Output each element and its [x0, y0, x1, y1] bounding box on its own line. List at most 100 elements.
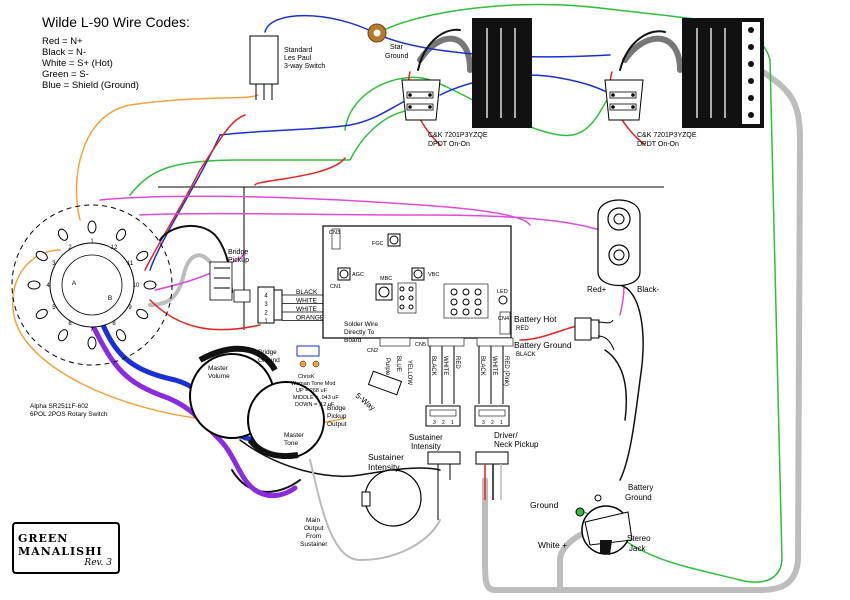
mbc-label: MBC	[380, 276, 392, 282]
dpdt-switch-a[interactable]	[401, 79, 441, 121]
legend-line-white: White = S+ (Hot)	[42, 58, 113, 69]
svg-text:2: 2	[491, 420, 494, 426]
rotary-pin-label: 11	[127, 261, 134, 267]
cn5-wire-labels: BLACK WHITE RED (Pink)	[479, 356, 509, 386]
rotary-pin-label: 5	[52, 305, 56, 311]
red-wire-battery	[519, 324, 581, 341]
svg-text:BLUE: BLUE	[395, 356, 401, 372]
cn1-pin-number: 1	[264, 319, 268, 325]
driver-connector	[474, 405, 510, 427]
svg-text:Purple: Purple	[384, 358, 390, 376]
rotary-pin-label: 9	[128, 305, 132, 311]
rotary-pin	[115, 228, 127, 241]
rotary-pin	[57, 329, 69, 342]
rotary-pin	[27, 280, 41, 290]
sustainer-intensity-pot[interactable]	[364, 469, 422, 527]
rotary-pin-label: 4	[46, 283, 50, 289]
red-wire-bridge	[254, 157, 346, 186]
pot-lugs	[361, 491, 371, 507]
gray-wire-loop	[482, 67, 803, 593]
led-label: LED	[497, 289, 508, 295]
wire-code-legend: Wilde L-90 Wire Codes: Red = N+ Black = …	[42, 14, 190, 91]
rotary-pin	[143, 280, 157, 290]
jack-battery-lug	[594, 494, 602, 502]
cn4-board-label: CN4	[498, 316, 509, 322]
board-black-label: BLACK	[516, 352, 536, 358]
brand-rev: Rev. 3	[84, 558, 112, 568]
orange-wire-main	[75, 94, 259, 221]
legend-line-green: Green = S-	[42, 69, 89, 80]
fgc-label: FGC	[372, 241, 384, 247]
black-minus-label: Black-	[637, 285, 660, 294]
white-plus-label: White +	[538, 540, 567, 550]
legend-title: Wilde L-90 Wire Codes:	[42, 14, 190, 30]
cn5-board-label: CN5	[415, 342, 426, 348]
gray-wire-bridge	[148, 253, 212, 307]
svg-text:1: 1	[500, 420, 503, 426]
stereo-jack[interactable]	[581, 505, 633, 555]
black-wire-battery	[619, 284, 644, 481]
cn3-board-label: CN3	[329, 230, 340, 236]
black-wire-pickup-a	[417, 28, 461, 71]
rotary-pin-label: 8	[112, 321, 116, 327]
brand-title: GREEN MANALISHI	[18, 532, 103, 558]
svg-text:WHITE: WHITE	[442, 356, 448, 375]
red-wire-switch	[144, 114, 246, 271]
cn1-pin-number: 2	[264, 311, 268, 317]
cn1-wire-label: ORANGE	[296, 315, 325, 322]
brand-badge: GREEN MANALISHI Rev. 3	[12, 522, 120, 574]
five-way-label: 5-Way	[354, 391, 377, 413]
legend-line-blue: Blue = Shield (Ground)	[42, 80, 139, 91]
rotary-common-label: B	[108, 295, 112, 302]
svg-text:1: 1	[451, 420, 454, 426]
cn1-pin-number: 4	[264, 294, 268, 300]
gray-wire-pickup-a	[417, 35, 473, 73]
rotary-switch[interactable]	[11, 204, 173, 366]
star-ground-hole	[373, 29, 381, 37]
battery-connector	[574, 317, 615, 351]
svg-text:YELLOW: YELLOW	[406, 360, 412, 385]
magenta-wire-rotary	[154, 254, 246, 291]
legend-line-black: Black = N-	[42, 47, 87, 58]
svg-text:3: 3	[482, 420, 485, 426]
svg-text:3: 3	[433, 420, 436, 426]
rotary-common-label: A	[72, 280, 77, 287]
cn3-wire-labels: BLACK WHITE RED	[430, 356, 460, 376]
dpdt-switch-b[interactable]	[604, 79, 644, 121]
red-plus-label: Red+	[587, 285, 607, 294]
green-wire-mid	[129, 109, 411, 196]
cn-wire-stubs	[429, 346, 504, 404]
svg-text:BLACK: BLACK	[479, 356, 485, 376]
cn1-wire-label: WHITE	[296, 306, 318, 313]
five-way-connector	[367, 370, 403, 396]
lower-connectors	[427, 451, 509, 520]
pickup-polepieces	[742, 22, 760, 124]
three-way-switch[interactable]	[249, 35, 279, 85]
rotary-pin	[35, 308, 48, 320]
battery-ground-label: Battery Ground	[514, 340, 572, 350]
cn1-wire-label: BLACK	[296, 289, 318, 296]
battery-clip	[597, 199, 641, 286]
sustainer-intensity-connector	[425, 405, 461, 427]
rotary-pin-label: 7	[90, 327, 94, 333]
rotary-pin	[136, 308, 149, 320]
jack-ground-lug	[575, 507, 585, 517]
black-wire-bottom	[231, 469, 301, 493]
chrisk-tone-mod	[296, 345, 320, 368]
battery-hot-label: Battery Hot	[514, 314, 557, 324]
board-red-label: RED	[516, 326, 529, 332]
